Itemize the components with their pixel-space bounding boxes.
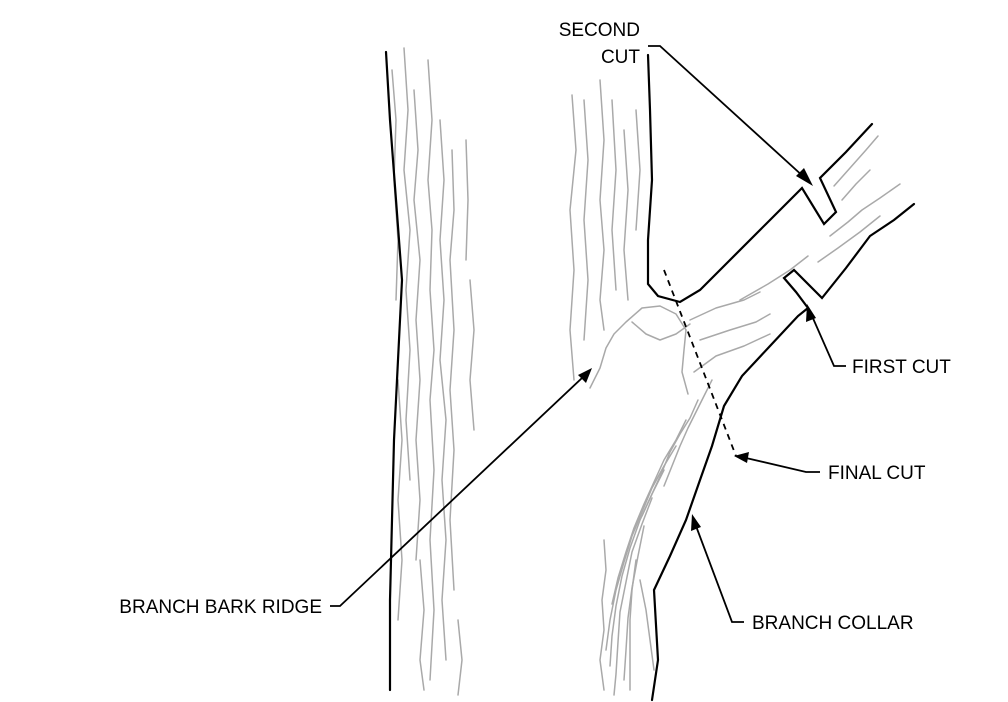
branch-lower-edge [782, 202, 916, 310]
leader-branch-collar [691, 514, 744, 623]
arrow-head-final-cut [734, 452, 749, 463]
leader-second-cut [648, 45, 813, 186]
leader-branch-bark-ridge [330, 368, 592, 607]
label-branch-bark-ridge: BRANCH BARK RIDGE [119, 597, 322, 618]
label-first-cut: FIRST CUT [852, 357, 951, 378]
arrow-head-first-cut [806, 304, 816, 322]
label-second-cut-line1: SECOND [559, 20, 640, 41]
branch-upper-edge [646, 53, 874, 304]
leader-final-cut [734, 452, 820, 473]
arrow-head-second-cut [796, 168, 813, 186]
label-final-cut: FINAL CUT [828, 463, 926, 484]
trunk-right-edge [650, 306, 810, 702]
final-cut-line [663, 269, 737, 457]
bark-texture [391, 47, 901, 696]
arrow-head-bark-ridge [578, 368, 592, 383]
trunk-left-edge [384, 50, 404, 692]
arrow-head-branch-collar [691, 514, 701, 531]
leader-first-cut [806, 304, 846, 367]
label-branch-collar: BRANCH COLLAR [752, 613, 914, 634]
label-second-cut-line2: CUT [601, 47, 640, 68]
